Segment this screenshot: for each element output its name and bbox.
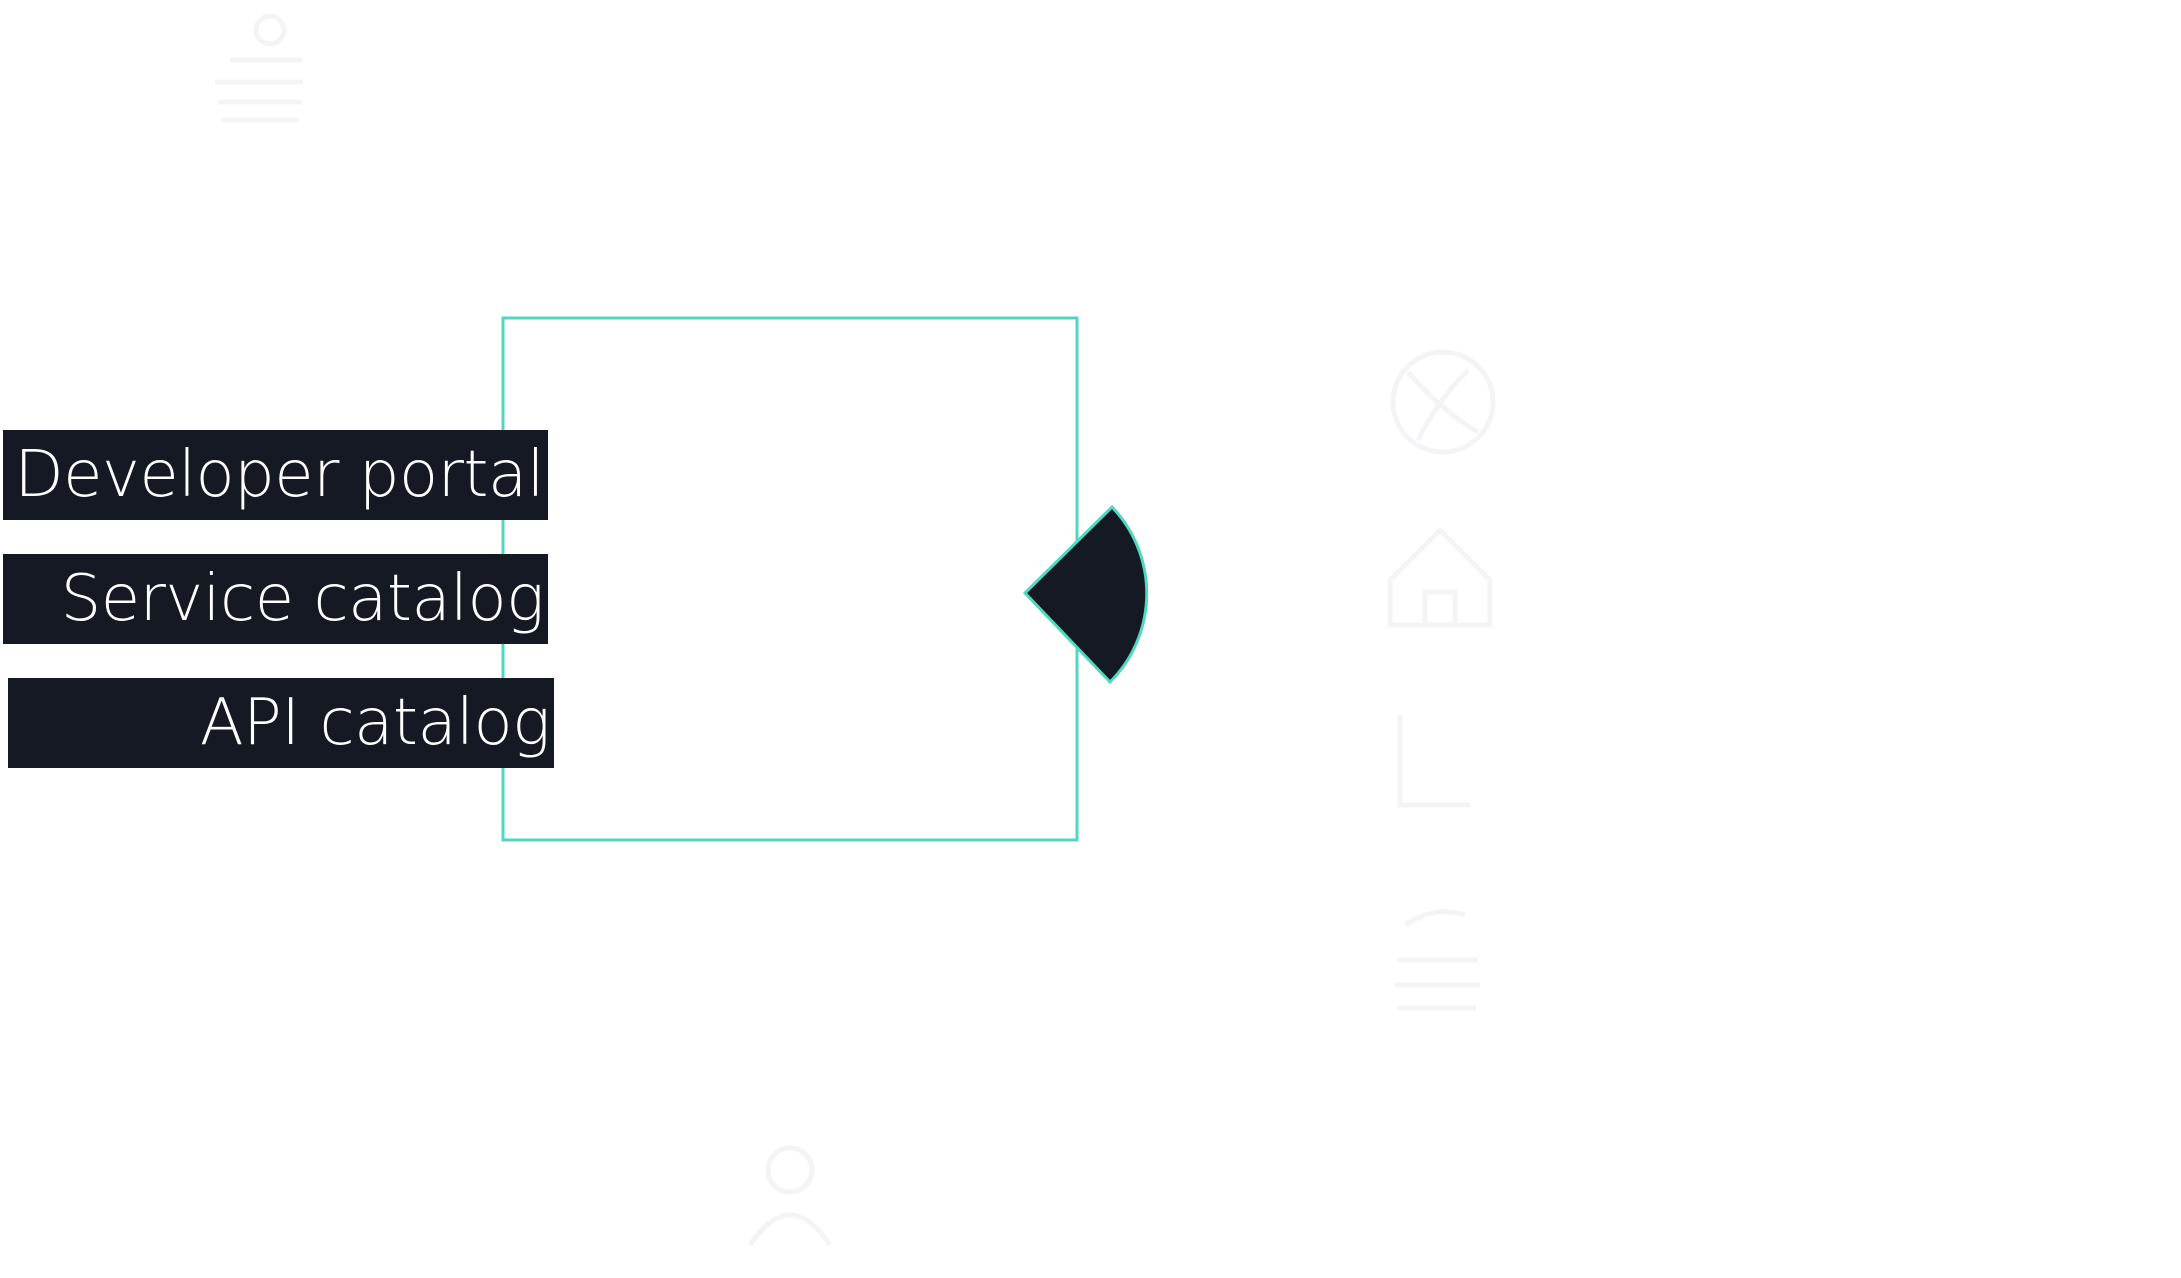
user-icon	[747, 1145, 833, 1247]
bracket-icon	[1397, 715, 1470, 808]
portal-node	[1022, 504, 1149, 685]
stack-icon	[215, 13, 303, 123]
label-developer-portal: Developer portal	[3, 430, 548, 520]
label-api-catalog: API catalog	[8, 678, 554, 768]
list-icon	[1395, 909, 1480, 1011]
house-icon	[1387, 526, 1493, 628]
globe-icon	[1390, 349, 1496, 455]
label-service-catalog: Service catalog	[3, 554, 548, 644]
system-boundary-frame	[501, 316, 1079, 842]
